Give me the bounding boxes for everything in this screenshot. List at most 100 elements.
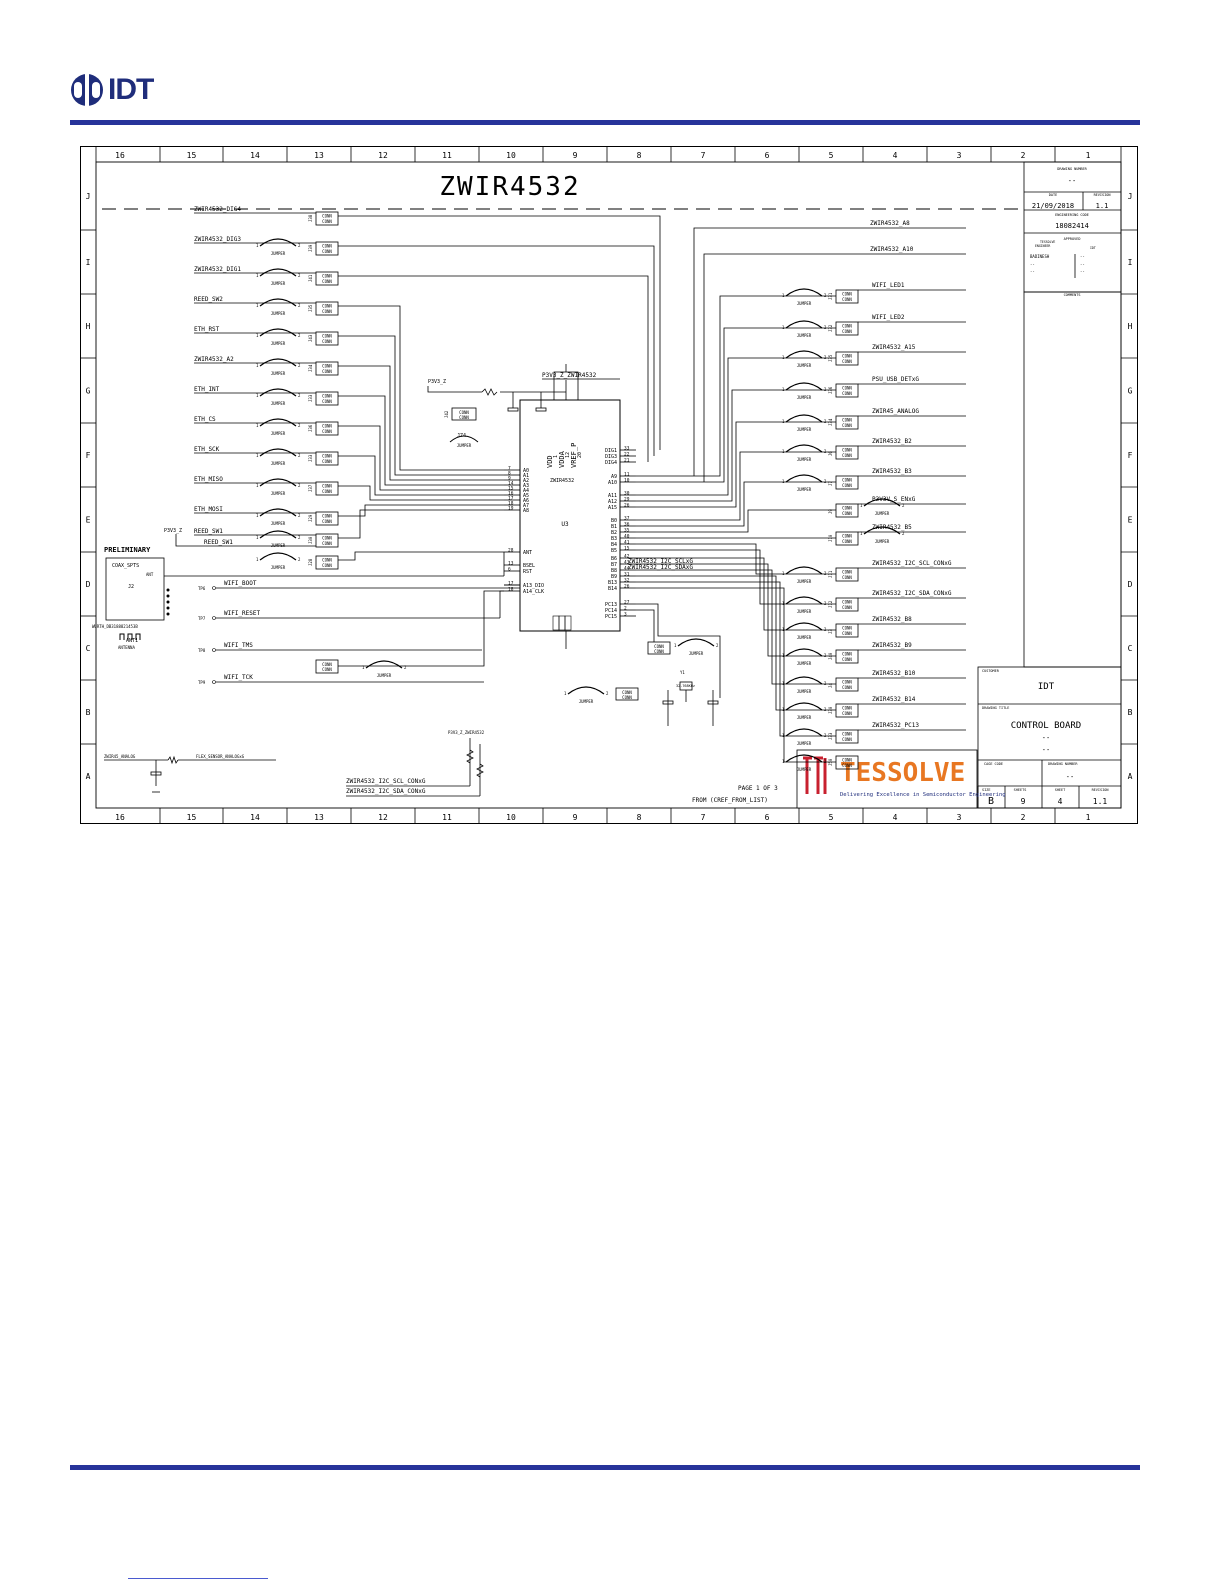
connector-label: CONN	[322, 369, 332, 374]
from-note: FROM (CREF_FROM_LIST)	[692, 797, 768, 804]
tb-label: DRAWING NUMBER	[1057, 167, 1087, 171]
right-net-label: ZWIR4532_B5	[872, 524, 912, 531]
row-label: D	[1128, 580, 1133, 589]
connector-label: CONN	[842, 478, 852, 483]
right-jumper	[785, 596, 823, 605]
connector-label: CONN	[459, 415, 469, 420]
wire-to-ic	[338, 365, 504, 481]
connector-label: CONN	[842, 292, 852, 297]
column-label: 8	[637, 151, 642, 160]
jumper-pin: 1	[782, 601, 785, 606]
wire-from-ic	[636, 557, 836, 631]
ic-left-pin-number: 15	[508, 486, 514, 492]
column-label: 14	[250, 813, 260, 822]
coax-connector-box	[105, 557, 165, 621]
ic-right-pin-number: 15	[624, 546, 630, 552]
column-label: 9	[573, 813, 578, 822]
mid-net-label: ZWIR4532_I2C_SCLxG	[628, 558, 693, 565]
row-label: F	[86, 451, 91, 460]
ic-left-pin-number: 17	[508, 581, 514, 587]
reed-power-label: P3V3_Z	[164, 528, 182, 534]
wire-to-ic	[338, 215, 661, 450]
j42-connector	[451, 407, 477, 421]
ic-right-pin-number: 10	[624, 478, 630, 484]
ic-ref: U3	[561, 521, 569, 528]
row-label: G	[86, 387, 91, 396]
left-connector	[315, 511, 339, 526]
jumper-pin: 1	[256, 363, 259, 368]
column-label: 12	[378, 151, 388, 160]
ic-right-pin-number: 36	[624, 522, 630, 528]
column-label: 7	[701, 813, 706, 822]
column-label: 7	[701, 151, 706, 160]
ic-left-pin-name: A3	[523, 483, 529, 489]
jumper-pin: 2	[824, 479, 827, 484]
ground-dot-icon	[166, 600, 170, 604]
column-label: 15	[187, 813, 197, 822]
wire-from-ic	[636, 295, 836, 477]
ic-right-pin-number: 32	[624, 578, 630, 584]
connector-label: CONN	[322, 394, 332, 399]
right-net-label: WIFI_LED2	[872, 314, 905, 321]
right-net-label: ZWIR4532_I2C_SCL_CONxG	[872, 560, 952, 567]
ic-right-pin-number: 3	[624, 612, 627, 618]
connector-label: CONN	[842, 418, 852, 423]
ic-left-pin-number: 16	[508, 491, 514, 497]
ic-right-pin-name: B3	[611, 536, 617, 542]
jumper-pin: 1	[860, 531, 863, 536]
antenna-ref: ANT1	[126, 638, 138, 644]
ic-right-pin-name: PC14	[605, 608, 617, 614]
jumper-label: JUMPER	[271, 543, 286, 548]
right-net-label: P3V3V_S_ENxG	[872, 496, 916, 503]
connector-label: CONN	[842, 652, 852, 657]
right-jumper	[785, 622, 823, 631]
ic-right-pin-number: 26	[624, 584, 630, 590]
connector-label: CONN	[842, 534, 852, 539]
power-small-wire	[427, 386, 482, 393]
jumper-pin: 2	[824, 449, 827, 454]
connector-ref: J43	[308, 334, 313, 342]
connector-label: CONN	[842, 685, 852, 690]
column-label: 15	[187, 151, 197, 160]
ic-right-pin-name: B5	[611, 548, 617, 554]
jumper-pin: 2	[824, 601, 827, 606]
jumper-pin: 2	[824, 571, 827, 576]
ic-right-pin-name: DIG3	[605, 454, 617, 460]
jumper-pin: 1	[256, 333, 259, 338]
jumper-label: JUMPER	[271, 431, 286, 436]
jumper-pin: 1	[782, 627, 785, 632]
left-net-label: REED_SW1	[194, 528, 223, 535]
jumper-pin: 2	[824, 733, 827, 738]
jumper-pin: 2	[298, 303, 301, 308]
connector	[315, 659, 339, 674]
jumper-label: JUMPER	[797, 363, 812, 368]
ic-left-pin-number: 7	[508, 466, 511, 472]
left-jumper	[259, 358, 297, 367]
wire-from-ic	[636, 451, 836, 521]
jumper-label: JUMPER	[797, 301, 812, 306]
ground-dot-icon	[166, 612, 170, 616]
connector-label: CONN	[842, 711, 852, 716]
connector-label: CONN	[654, 644, 664, 649]
tb-value: --	[1068, 177, 1076, 185]
jumper-pin: 2	[298, 453, 301, 458]
ic-left-pin-number: 18	[508, 587, 514, 593]
idt-logo-icon	[70, 73, 104, 107]
connector-label: CONN	[842, 575, 852, 580]
jumper-pin: 1	[782, 707, 785, 712]
test-point-icon	[212, 616, 216, 620]
right-connector	[835, 623, 859, 638]
wire-from-ic	[636, 389, 836, 502]
connector-ref: J30	[308, 536, 313, 544]
ic-right-pin-number: 33	[624, 446, 630, 452]
left-net-label: REED_SW2	[194, 296, 223, 303]
column-label: 10	[506, 151, 516, 160]
ic-right-pin-name: B6	[611, 556, 617, 562]
j74-ref: J74	[457, 433, 466, 439]
connector-label: CONN	[622, 690, 632, 695]
ground-dot-icon	[166, 606, 170, 610]
right-net-label: ZWIR4532_B10	[872, 670, 916, 677]
connector-label: CONN	[842, 732, 852, 737]
connector-label: CONN	[322, 484, 332, 489]
jumper-pin: 2	[606, 691, 609, 696]
